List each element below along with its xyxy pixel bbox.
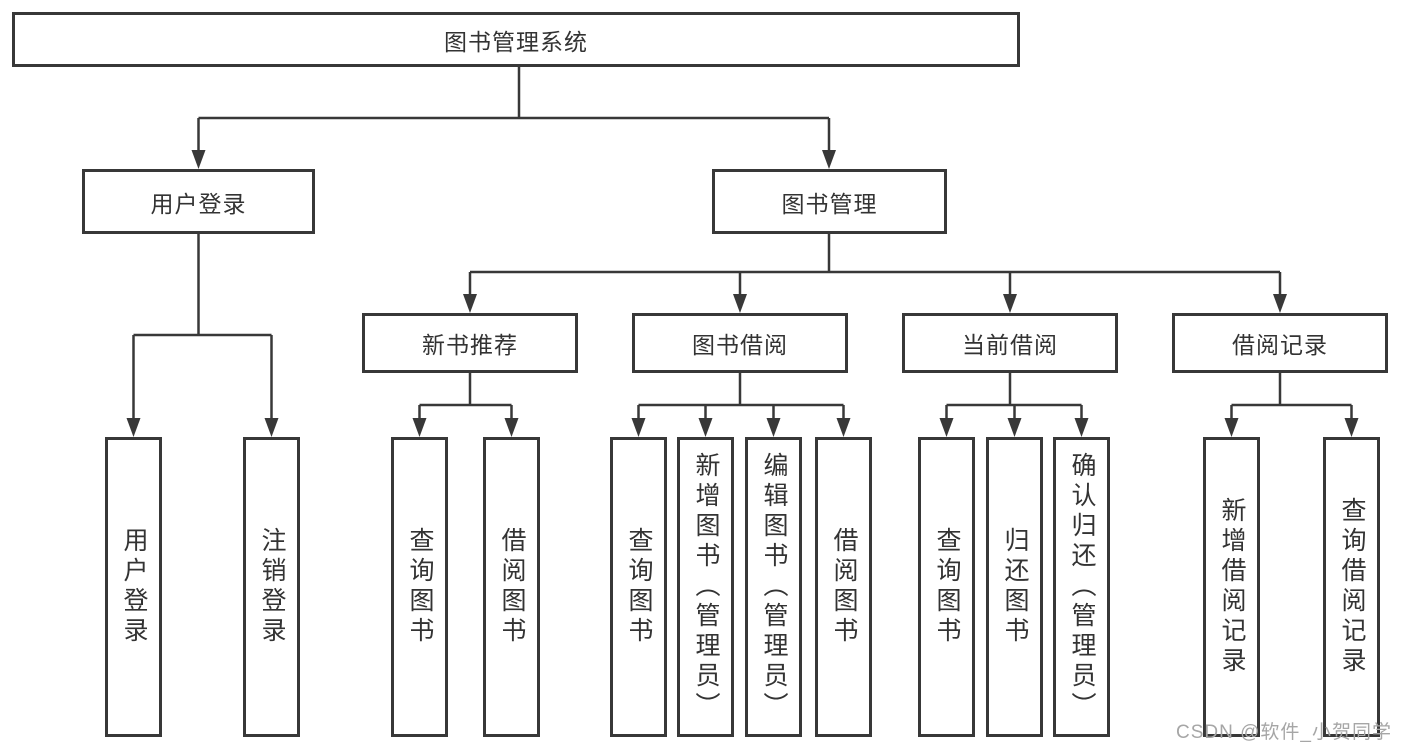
leaf-borrowing-add-books: 新增图书（管理员） (677, 437, 734, 737)
leaf-current-confirm-return: 确认归还（管理员） (1053, 437, 1110, 737)
leaf-borrowing-edit-books: 编辑图书（管理员） (745, 437, 802, 737)
watermark: CSDN @软件_小贺同学 (1176, 722, 1392, 743)
leaf-logout: 注销登录 (243, 437, 300, 737)
leaf-records-add-record: 新增借阅记录 (1203, 437, 1260, 737)
leaf-current-query-books: 查询图书 (918, 437, 975, 737)
node-book-borrowing: 图书借阅 (632, 313, 848, 373)
leaf-recommend-borrow-books: 借阅图书 (483, 437, 540, 737)
node-library-system: 图书管理系统 (12, 12, 1020, 67)
connector-paths (132, 67, 1353, 420)
node-book-management: 图书管理 (712, 169, 947, 234)
leaf-borrowing-borrow-books: 借阅图书 (815, 437, 872, 737)
node-current-borrowing: 当前借阅 (902, 313, 1118, 373)
leaf-user-login: 用户登录 (105, 437, 162, 737)
node-new-book-recommend: 新书推荐 (362, 313, 578, 373)
leaf-borrowing-query-books: 查询图书 (610, 437, 667, 737)
leaf-current-return-books: 归还图书 (986, 437, 1043, 737)
node-user-login: 用户登录 (82, 169, 315, 234)
leaf-recommend-query-books: 查询图书 (391, 437, 448, 737)
leaf-records-query-record: 查询借阅记录 (1323, 437, 1380, 737)
node-borrowing-records: 借阅记录 (1172, 313, 1388, 373)
arrowheads (126, 150, 1359, 437)
